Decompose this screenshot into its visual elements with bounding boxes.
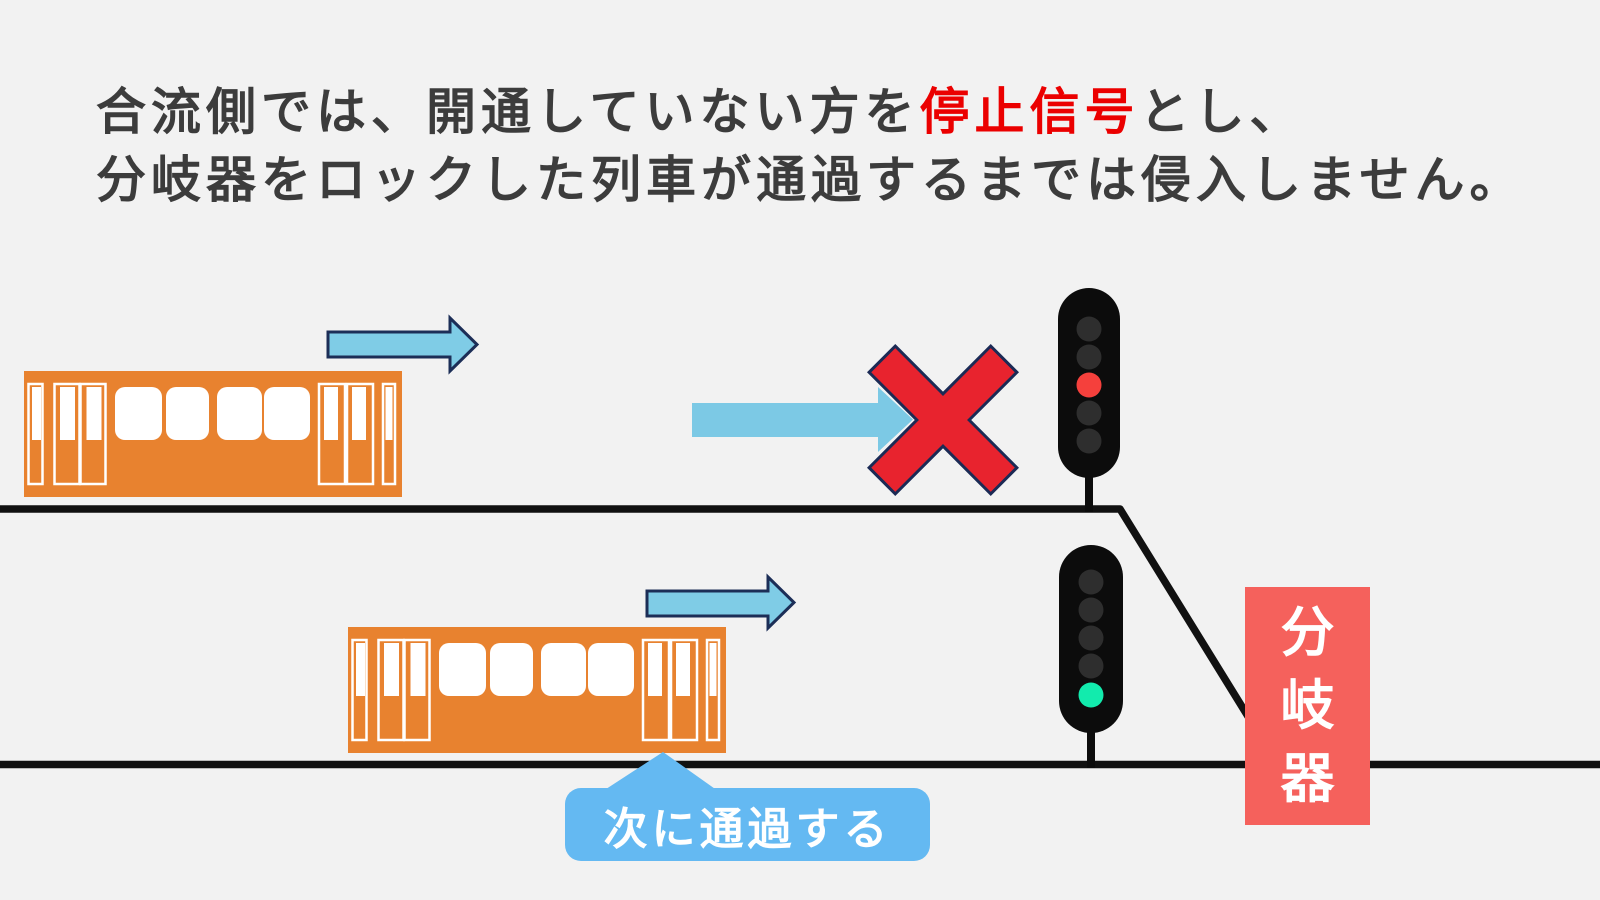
switch-label-char: 器 xyxy=(1280,749,1335,809)
title-line1-highlight: 停止信号 xyxy=(919,84,1140,140)
signal-light-red xyxy=(1076,372,1102,398)
signal-light xyxy=(1076,400,1102,426)
signal-light xyxy=(1076,316,1102,342)
track-upper-merging xyxy=(0,505,1282,767)
signal-lower-proceed xyxy=(1059,545,1123,768)
right-arrow-icon-upper-train xyxy=(326,314,480,375)
signal-light xyxy=(1076,344,1102,370)
switch-label-char: 分 xyxy=(1280,603,1335,663)
right-arrow-icon-lower-train xyxy=(645,573,797,632)
title-line1-post: とし、 xyxy=(1139,84,1305,140)
signal-light xyxy=(1078,569,1104,595)
title-line-1: 合流側では、開通していない方を停止信号とし、 xyxy=(96,78,1525,146)
x-mark-icon xyxy=(866,343,1020,497)
next-train-callout: 次に通過する xyxy=(565,788,930,861)
title-line1-pre: 合流側では、開通していない方を xyxy=(96,84,920,140)
signal-pole xyxy=(1085,460,1093,512)
next-train-callout-label: 次に通過する xyxy=(603,804,892,854)
train-upper xyxy=(22,369,404,499)
signal-upper-stop xyxy=(1058,288,1120,512)
callout-pointer xyxy=(603,752,718,791)
train-lower xyxy=(346,625,728,755)
signal-light-green xyxy=(1078,682,1104,708)
switch-label-box: 分 岐 器 xyxy=(1245,587,1370,825)
signal-light xyxy=(1078,625,1104,651)
right-arrow-icon-blocked xyxy=(692,387,913,452)
switch-label-char: 岐 xyxy=(1280,676,1335,736)
signal-light xyxy=(1078,653,1104,679)
page-title: 合流側では、開通していない方を停止信号とし、 分岐器をロックした列車が通過するま… xyxy=(96,78,1525,214)
signal-light xyxy=(1076,428,1102,454)
title-line-2: 分岐器をロックした列車が通過するまでは侵入しません。 xyxy=(96,152,1525,208)
signal-pole xyxy=(1087,720,1095,768)
signal-light xyxy=(1078,597,1104,623)
